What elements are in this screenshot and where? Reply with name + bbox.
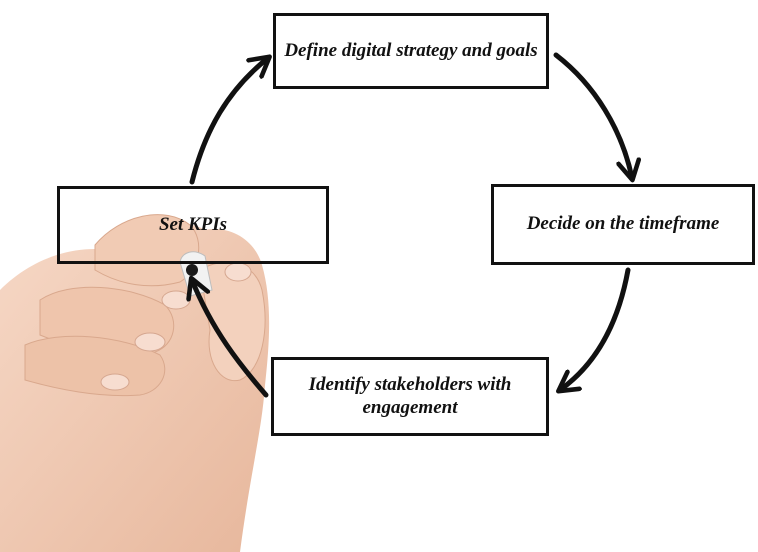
arrow-decide-to-stakeholders [560, 267, 631, 390]
node-decide-timeframe-label: Decide on the timeframe [526, 213, 720, 235]
node-define-strategy: Define digital strategy and goals [273, 13, 549, 89]
node-identify-stakeholders: Identify stakeholders with engagement [271, 357, 549, 436]
node-set-kpis-label: Set KPIs [158, 213, 228, 235]
node-decide-timeframe: Decide on the timeframe [491, 184, 755, 265]
node-set-kpis: Set KPIs [57, 186, 329, 264]
arrow-define-to-decide [553, 52, 632, 178]
arrow-stakeholders-to-kpi [192, 280, 269, 398]
arrow-kpi-to-define [189, 58, 268, 185]
hand-illustration [0, 214, 270, 552]
node-define-strategy-label: Define digital strategy and goals [284, 39, 538, 61]
node-identify-stakeholders-label: Identify stakeholders with engagement [308, 373, 512, 418]
